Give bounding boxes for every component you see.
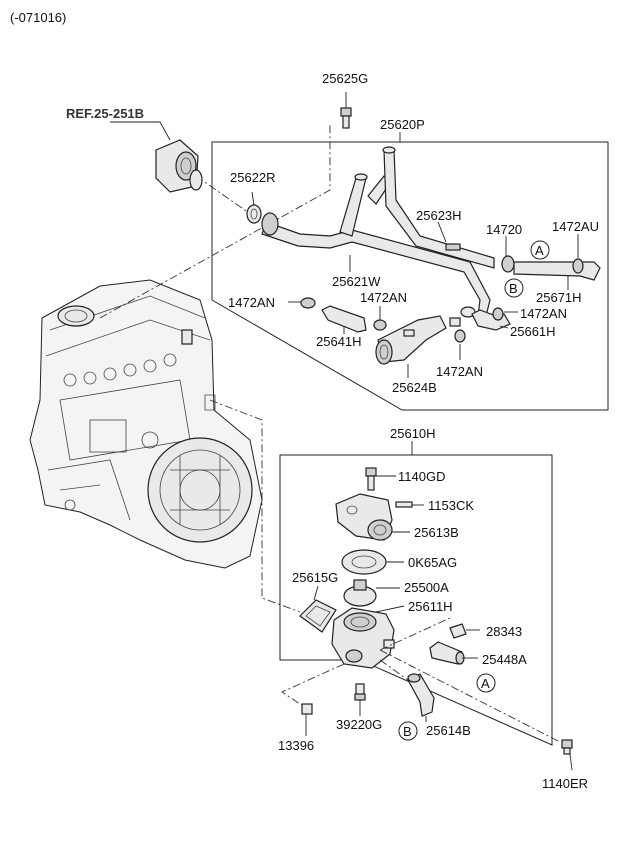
bolt-1140ER [561,739,573,771]
housing-25611H [331,605,405,669]
bolt-1140GD [365,467,396,491]
label-1472AN-right: 1472AN [520,306,567,321]
label-1140GD: 1140GD [398,469,445,484]
marker-a-upper [530,240,550,260]
label-25623H: 25623H [416,208,462,223]
label-28343: 28343 [486,624,522,639]
marker-b-upper [504,278,524,298]
label-25671H: 25671H [536,290,582,305]
gasket-25615G [299,585,337,633]
label-25661H: 25661H [510,324,556,339]
label-1153CK: 1153CK [428,498,474,513]
thermostat-25500A [343,579,400,607]
label-25641H: 25641H [316,334,362,349]
stud-1153CK [395,501,424,508]
nut-13396 [301,703,313,736]
o-ring-25622R [246,204,262,224]
clamp-1472AN-left [288,297,316,309]
engine-block-illustration [29,279,263,569]
marker-b-lower-text: B [403,724,412,739]
label-1140ER: 1140ER [542,776,588,791]
label-25615G: 25615G [292,570,338,585]
label-25614B: 25614B [426,723,471,738]
label-25613B: 25613B [414,525,459,540]
label-1472AN-left: 1472AN [228,295,275,310]
fitting-28343 [449,623,480,639]
sensor-39220G [354,683,366,716]
label-25621W: 25621W [332,274,381,289]
pipe-25448A [429,641,478,665]
label-25624B: 25624B [392,380,437,395]
clamp-14720 [501,236,515,273]
label-25620P: 25620P [380,117,425,132]
leader-engine-to-bolt [99,125,331,319]
label-14720: 14720 [486,222,522,237]
leader-housing-to-fitting [379,617,451,651]
cover-25613B [335,493,410,541]
label-25622R: 25622R [230,170,276,185]
label-25625G: 25625G [322,71,368,86]
hose-25671H [513,234,601,290]
ref-outlet-part [110,121,203,193]
box-25610H [279,454,553,746]
hose-25661H [471,307,511,331]
clamp-1472AN-bottom [454,329,466,360]
marker-a-upper-text: A [535,243,544,258]
label-25610H: 25610H [390,426,436,441]
pipe-25623H [382,146,495,269]
leader-engine-to-housing [209,399,301,613]
label-39220G: 39220G [336,717,382,732]
bolt-25625G [340,92,352,129]
label-25611H: 25611H [408,599,453,614]
date-code-label: (-071016) [10,10,66,25]
leader-housing-to-13396 [281,663,345,709]
hose-25641H [321,305,367,334]
label-ref-25-251B: REF.25-251B [66,106,144,121]
clamp-1472AN-mid [373,306,387,331]
label-25448A: 25448A [482,652,527,667]
marker-a-lower [476,673,496,693]
outlet-25624B [375,306,476,378]
label-13396: 13396 [278,738,314,753]
label-1472AN-bottom: 1472AN [436,364,483,379]
label-0K65AG: 0K65AG [408,555,457,570]
elbow-25614B [407,673,435,722]
label-1472AU: 1472AU [552,219,599,234]
leader-housing-to-bolt [379,649,561,743]
marker-b-lower [398,721,418,741]
marker-a-lower-text: A [481,676,490,691]
box-25620P [211,141,609,411]
label-25500A: 25500A [404,580,449,595]
marker-b-upper-text: B [509,281,518,296]
gasket-0K65AG [341,549,404,575]
label-1472AN-mid: 1472AN [360,290,407,305]
